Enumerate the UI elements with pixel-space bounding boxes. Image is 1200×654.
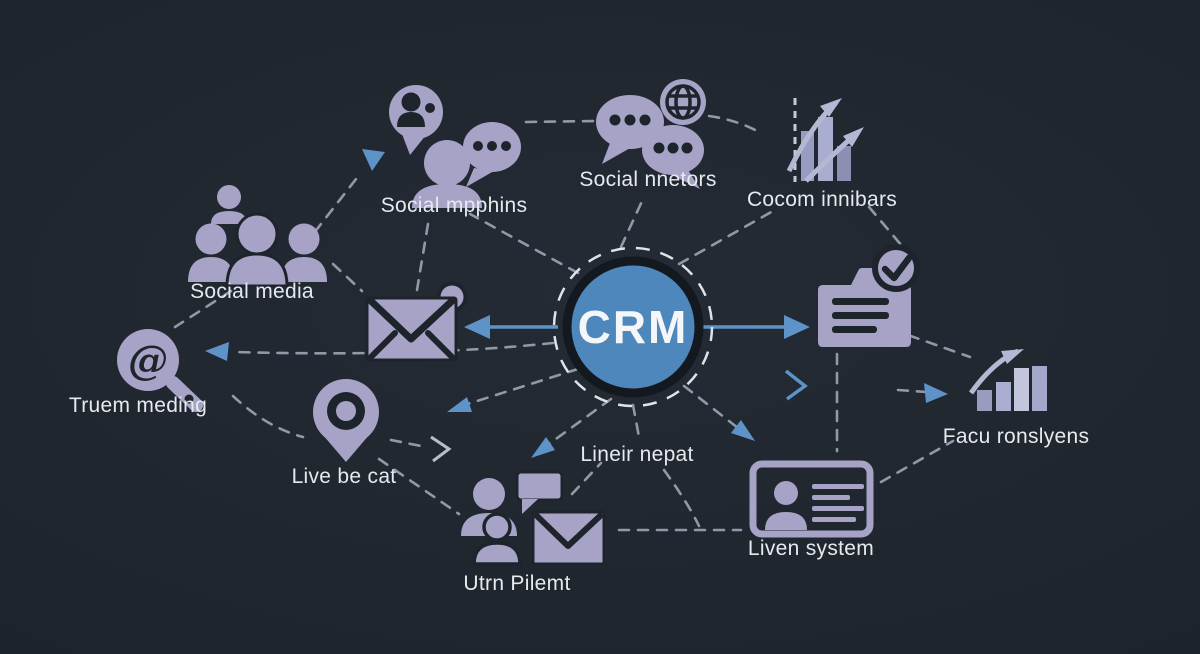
connector <box>677 209 775 266</box>
node-crm-center: CRM <box>552 246 714 408</box>
node-utrn-pilemt: Utrn Pilemt <box>461 470 606 595</box>
dashed-ring <box>552 246 714 408</box>
node-label: Lineir nepat <box>580 443 693 466</box>
connector <box>233 341 555 355</box>
connector <box>867 205 904 248</box>
connector <box>682 384 740 430</box>
connector <box>707 114 761 134</box>
node-label: Utrn Pilemt <box>463 572 570 595</box>
connector <box>547 397 613 446</box>
connector <box>173 289 233 329</box>
arrowheads <box>205 149 948 463</box>
node-cocom-innibars: Cocom innibars <box>747 98 897 211</box>
connector <box>619 197 645 249</box>
node-liven-system: Liven system <box>748 460 874 560</box>
envelope-icon <box>531 510 606 566</box>
bar-chart-arrows-icon <box>786 98 864 183</box>
arrowhead-downleft-icon <box>531 437 555 458</box>
connector <box>377 457 461 516</box>
node-label: Social media <box>190 280 314 303</box>
arrowhead-down-icon <box>362 149 385 171</box>
connector <box>570 461 603 496</box>
growth-chart-icon <box>968 348 1047 411</box>
connector <box>631 403 641 439</box>
crm-solid-arrows <box>464 315 810 339</box>
chat-bubble-icon <box>642 125 704 189</box>
at-symbol: @ <box>128 337 168 384</box>
map-pin-icon <box>313 379 379 462</box>
arrowhead-right-icon <box>924 383 948 403</box>
node-label: Live be cat <box>292 465 397 488</box>
at-magnifier-icon: @ <box>117 329 203 412</box>
connector <box>456 367 580 409</box>
chevron-downright-icon <box>784 369 808 401</box>
node-label: Truem meding <box>69 394 207 417</box>
globe-icon <box>660 79 706 125</box>
connector <box>879 439 955 484</box>
node-label: Liven system <box>748 537 874 560</box>
person-icon <box>412 140 482 208</box>
connector <box>301 172 362 249</box>
connector <box>889 327 972 359</box>
node-label: Cocom innibars <box>747 188 897 211</box>
node-facu-ronslyens: Facu ronslyens <box>943 348 1090 448</box>
arrowhead-left-icon <box>205 342 229 361</box>
arrowhead-downleft-icon <box>447 397 472 412</box>
people-group-icon <box>188 185 327 288</box>
connector <box>331 262 364 293</box>
arrowhead-downright-icon <box>731 420 755 441</box>
connector <box>231 394 305 439</box>
connector-lines <box>173 114 972 532</box>
node-social-media: Social media <box>188 185 327 303</box>
node-social-nnetors: Social nnetors <box>579 79 716 191</box>
crm-circle <box>562 256 704 398</box>
person-chat-icon <box>461 470 564 566</box>
chat-bubble-icon <box>596 95 664 164</box>
connector <box>896 388 928 394</box>
chevron-right-icon <box>430 435 452 463</box>
crm-label: CRM <box>578 301 689 353</box>
node-label: Facu ronslyens <box>943 425 1090 448</box>
connector <box>389 438 428 449</box>
node-live-be-cat: Live be cat <box>292 379 397 488</box>
arrowhead-right-icon <box>784 315 810 339</box>
connector <box>468 212 580 275</box>
connector <box>662 468 701 528</box>
chat-bubble-icon <box>463 122 521 187</box>
node-label: Social mpphins <box>381 194 528 217</box>
node-social-mpphins: Social mpphins <box>381 85 528 217</box>
node-truem-meding: @ Truem meding <box>69 329 207 417</box>
person-in-bubble-icon <box>389 85 443 155</box>
connector <box>415 222 430 292</box>
connector <box>524 119 596 124</box>
document-check-icon <box>818 244 920 347</box>
node-label: Social nnetors <box>579 168 716 191</box>
arrowhead-left-icon <box>464 315 490 339</box>
id-card-icon <box>749 460 874 538</box>
mail-notification-icon <box>365 281 468 362</box>
node-lineir-nepat: Lineir nepat <box>580 443 693 466</box>
